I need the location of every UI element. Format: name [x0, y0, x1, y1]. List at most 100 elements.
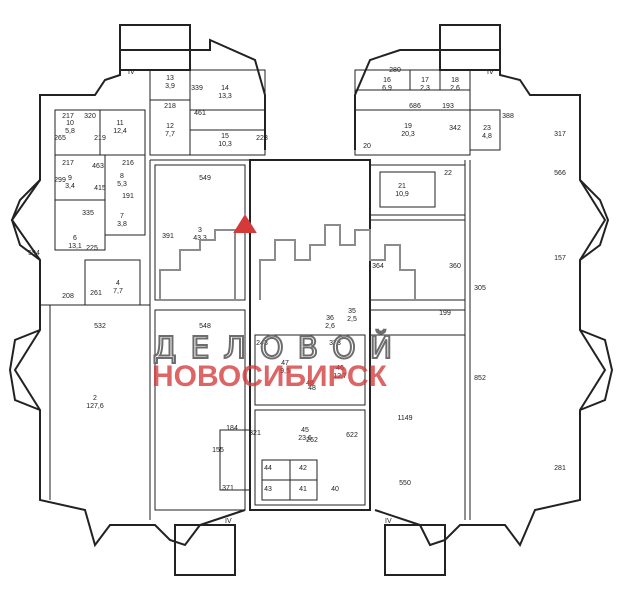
room-number: 10: [66, 120, 74, 127]
dimension-label: 548: [199, 323, 211, 330]
exterior-walls: [8, 24, 614, 576]
dimension-label: 1149: [397, 415, 412, 422]
dimension-label: 281: [554, 465, 566, 472]
room-number: 13: [166, 75, 174, 82]
room-number: 21: [398, 183, 406, 190]
room-area: 4,8: [482, 133, 492, 140]
room-number: 46: [336, 365, 344, 372]
dimension-label: 852: [474, 375, 486, 382]
room-area: 3,8: [117, 221, 127, 228]
room-number: 45: [301, 427, 309, 434]
room-area: 3,4: [65, 183, 75, 190]
room-area: 7,7: [113, 288, 123, 295]
room-number: 48: [308, 385, 316, 392]
room-number: 47: [281, 360, 289, 367]
dimension-label: 225: [86, 245, 98, 252]
room-number: 20: [363, 143, 371, 150]
watermark-line2: НОВОСИБИРСК: [152, 360, 388, 393]
dimension-label: 549: [199, 175, 211, 182]
dimension-label: 305: [474, 285, 486, 292]
dimension-label: 320: [84, 113, 96, 120]
dimension-label: 48: [306, 380, 314, 387]
room-area: 5,8: [65, 128, 75, 135]
room-number: 44: [264, 465, 272, 472]
dimension-label: 243: [256, 340, 268, 347]
room-number: 43: [264, 486, 272, 493]
room-number: 4: [116, 280, 120, 287]
dimension-label: 463: [92, 163, 104, 170]
room-area: 10,9: [395, 191, 409, 198]
room-area: 13,1: [68, 243, 82, 250]
dimension-label: 371: [222, 485, 234, 492]
axis-mark: IV: [487, 69, 494, 76]
room-number: 3: [198, 227, 202, 234]
room-number: 16: [383, 77, 391, 84]
room-area: 5,3: [117, 181, 127, 188]
room-area: 2,6: [450, 85, 460, 92]
dimension-label: 321: [249, 430, 261, 437]
room-number: 8: [120, 173, 124, 180]
dimension-label: 280: [389, 67, 401, 74]
dimension-label: 339: [191, 85, 203, 92]
dimension-label: 415: [94, 185, 106, 192]
dimension-label: 461: [194, 110, 206, 117]
room-area: 12,7: [333, 373, 347, 380]
dimension-label: 391: [162, 233, 174, 240]
dimension-label: 193: [442, 103, 454, 110]
dimension-label: 532: [94, 323, 106, 330]
dimension-label: 342: [449, 125, 461, 132]
dimension-label: 373: [329, 340, 341, 347]
axis-mark: IV: [385, 518, 392, 525]
room-number: 36: [326, 315, 334, 322]
room-number: 35: [348, 308, 356, 315]
dimension-label: 360: [449, 263, 461, 270]
dimension-label: 218: [164, 103, 176, 110]
stair-tower-ne: [439, 24, 501, 71]
room-number: 15: [221, 133, 229, 140]
stair-tower-sw: [174, 524, 236, 576]
room-area: 2,5: [347, 316, 357, 323]
axis-marks: IV IV IV IV: [128, 69, 494, 525]
dimension-label: 566: [554, 170, 566, 177]
room-area: 43,3: [193, 235, 207, 242]
room-area: 23,6: [298, 435, 312, 442]
room-area: 12,4: [113, 128, 127, 135]
room-number: 19: [404, 123, 412, 130]
room-number: 18: [451, 77, 459, 84]
dimension-label: 184: [226, 425, 238, 432]
room-number: 11: [116, 120, 123, 127]
watermark-line1: ДЕЛОВОЙ: [153, 330, 406, 366]
interior-walls: [40, 69, 501, 520]
room-number: 12: [166, 123, 174, 130]
bay-east-upper: [579, 179, 610, 261]
room-area: 3,9: [165, 83, 175, 90]
dimension-label: 157: [554, 255, 566, 262]
room-area: 13,3: [218, 93, 232, 100]
dimension-label: 261: [90, 290, 102, 297]
dimension-label: 594: [28, 250, 40, 257]
room-area: 2,6: [325, 323, 335, 330]
dimension-label: 265: [54, 135, 66, 142]
dimension-label: 550: [399, 480, 411, 487]
room-number: 23: [483, 125, 491, 132]
dimension-label: 622: [346, 432, 358, 439]
dimension-label: 216: [122, 160, 134, 167]
east-wing-outline: [354, 49, 607, 547]
dimension-label: 317: [554, 131, 566, 138]
bay-west-upper: [10, 179, 41, 261]
dimension-label: 155: [212, 447, 224, 454]
dimension-label: 191: [122, 193, 134, 200]
skyline-icon: [159, 214, 416, 300]
watermark-logo: ДЕЛОВОЙ НОВОСИБИРСК: [152, 214, 416, 393]
dimension-label: 262: [306, 437, 318, 444]
room-number: 2: [93, 395, 97, 402]
room-number: 9: [68, 175, 72, 182]
bay-east: [579, 329, 614, 411]
axis-mark: IV: [128, 69, 135, 76]
dimension-label: 364: [372, 263, 384, 270]
dimension-label: 208: [62, 293, 74, 300]
dimension-label: 217: [62, 160, 74, 167]
